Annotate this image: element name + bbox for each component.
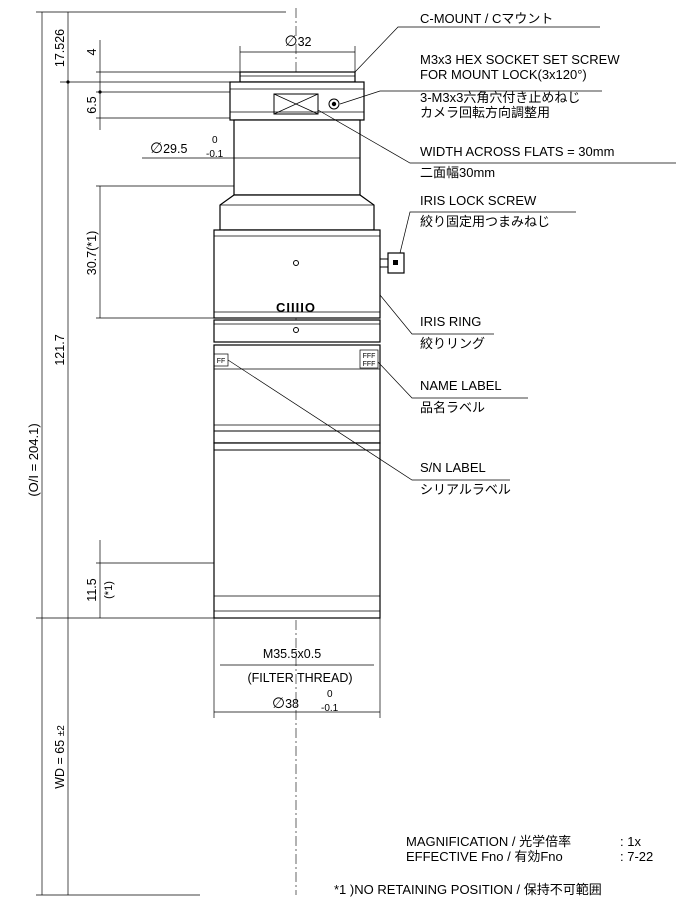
callout-flats-ja: 二面幅30mm: [420, 165, 495, 180]
svg-text:0: 0: [212, 135, 218, 146]
svg-text:∅32: ∅32: [285, 33, 312, 50]
dim-30-7: 30.7(*1): [85, 231, 99, 275]
dim-11-5-note: (*1): [103, 581, 115, 599]
dim-4: 4: [85, 48, 99, 55]
dim-121-7: 121.7: [53, 334, 67, 365]
iris-lock-screw-shaft: [379, 258, 389, 268]
lens-body: CIIIIO FF FFF FFF: [213, 71, 405, 619]
svg-text:FF: FF: [217, 358, 226, 365]
aperture-scale: CIIIIO: [276, 300, 316, 315]
footnote: *1 )NO RETAINING POSITION / 保持不可範囲: [334, 882, 602, 897]
callout-hex-screw-1: M3x3 HEX SOCKET SET SCREW: [420, 52, 620, 67]
callout-hex-screw-ja1: 3-M3x3六角穴付き止めねじ: [420, 90, 580, 105]
set-screw-icon: [328, 98, 340, 110]
dia-38: ∅38: [272, 695, 299, 712]
callout-iris-ring-ja: 絞りリング: [420, 336, 485, 351]
callout-hex-screw-2: FOR MOUNT LOCK(3x120°): [420, 67, 587, 82]
c-mount-thread: [239, 71, 356, 83]
callout-sn-label-ja: シリアルラベル: [420, 482, 511, 497]
spec-fno-label: EFFECTIVE Fno / 有効Fno: [406, 849, 563, 864]
lens-taper: [219, 194, 375, 231]
spec-magnification-value: : 1x: [620, 834, 641, 849]
dim-bottom: M35.5x0.5 (FILTER THREAD) ∅38 0 -0.1: [213, 618, 381, 718]
focus-ring: [213, 319, 381, 343]
svg-text:FFF: FFF: [363, 361, 376, 368]
main-barrel: [213, 344, 381, 444]
callout-hex-screw-ja2: カメラ回転方向調整用: [420, 105, 550, 120]
dim-diameter-32: ∅32: [239, 33, 356, 72]
dim-6-5: 6.5: [85, 96, 99, 113]
callout-iris-lock: IRIS LOCK SCREW: [420, 193, 537, 208]
callout-iris-lock-ja: 絞り固定用つまみねじ: [420, 214, 550, 229]
spec-fno-value: : 7-22: [620, 849, 653, 864]
callout-c-mount: C-MOUNT / Cマウント: [420, 11, 553, 26]
name-label-right: [359, 349, 379, 369]
dim-o-i: (O/I = 204.1): [26, 423, 41, 496]
svg-text:-0.1: -0.1: [321, 703, 339, 714]
thread-note: (FILTER THREAD): [247, 671, 352, 685]
callout-sn-label: S/N LABEL: [420, 460, 486, 475]
dim-wd: WD = 65 ±2: [53, 725, 67, 789]
svg-text:0: 0: [327, 689, 333, 700]
callout-name-label-ja: 品名ラベル: [420, 400, 485, 415]
leader-lines: [227, 26, 420, 481]
lower-barrel: [213, 442, 381, 619]
hex-flats-box: [273, 93, 319, 115]
dim-11-5: 11.5: [85, 578, 99, 601]
lens-neck: [233, 119, 361, 196]
dim-diameter-29-5: ∅29.5 0 -0.1: [142, 135, 360, 160]
iris-ring-body: [213, 229, 381, 319]
left-dimensions: [36, 11, 286, 896]
dim-17-526: 17.526: [53, 29, 67, 67]
svg-text:∅29.5: ∅29.5: [150, 140, 187, 157]
svg-text:FFF: FFF: [363, 353, 376, 360]
callouts: C-MOUNT / Cマウント M3x3 HEX SOCKET SET SCRE…: [420, 11, 676, 497]
thread-spec: M35.5x0.5: [263, 647, 321, 661]
spec-magnification-label: MAGNIFICATION / 光学倍率: [406, 834, 571, 849]
svg-text:-0.1: -0.1: [206, 149, 224, 160]
callout-iris-ring: IRIS RING: [420, 314, 481, 329]
callout-flats: WIDTH ACROSS FLATS = 30mm: [420, 144, 614, 159]
specs: MAGNIFICATION / 光学倍率 : 1x EFFECTIVE Fno …: [406, 834, 653, 864]
callout-name-label: NAME LABEL: [420, 378, 502, 393]
